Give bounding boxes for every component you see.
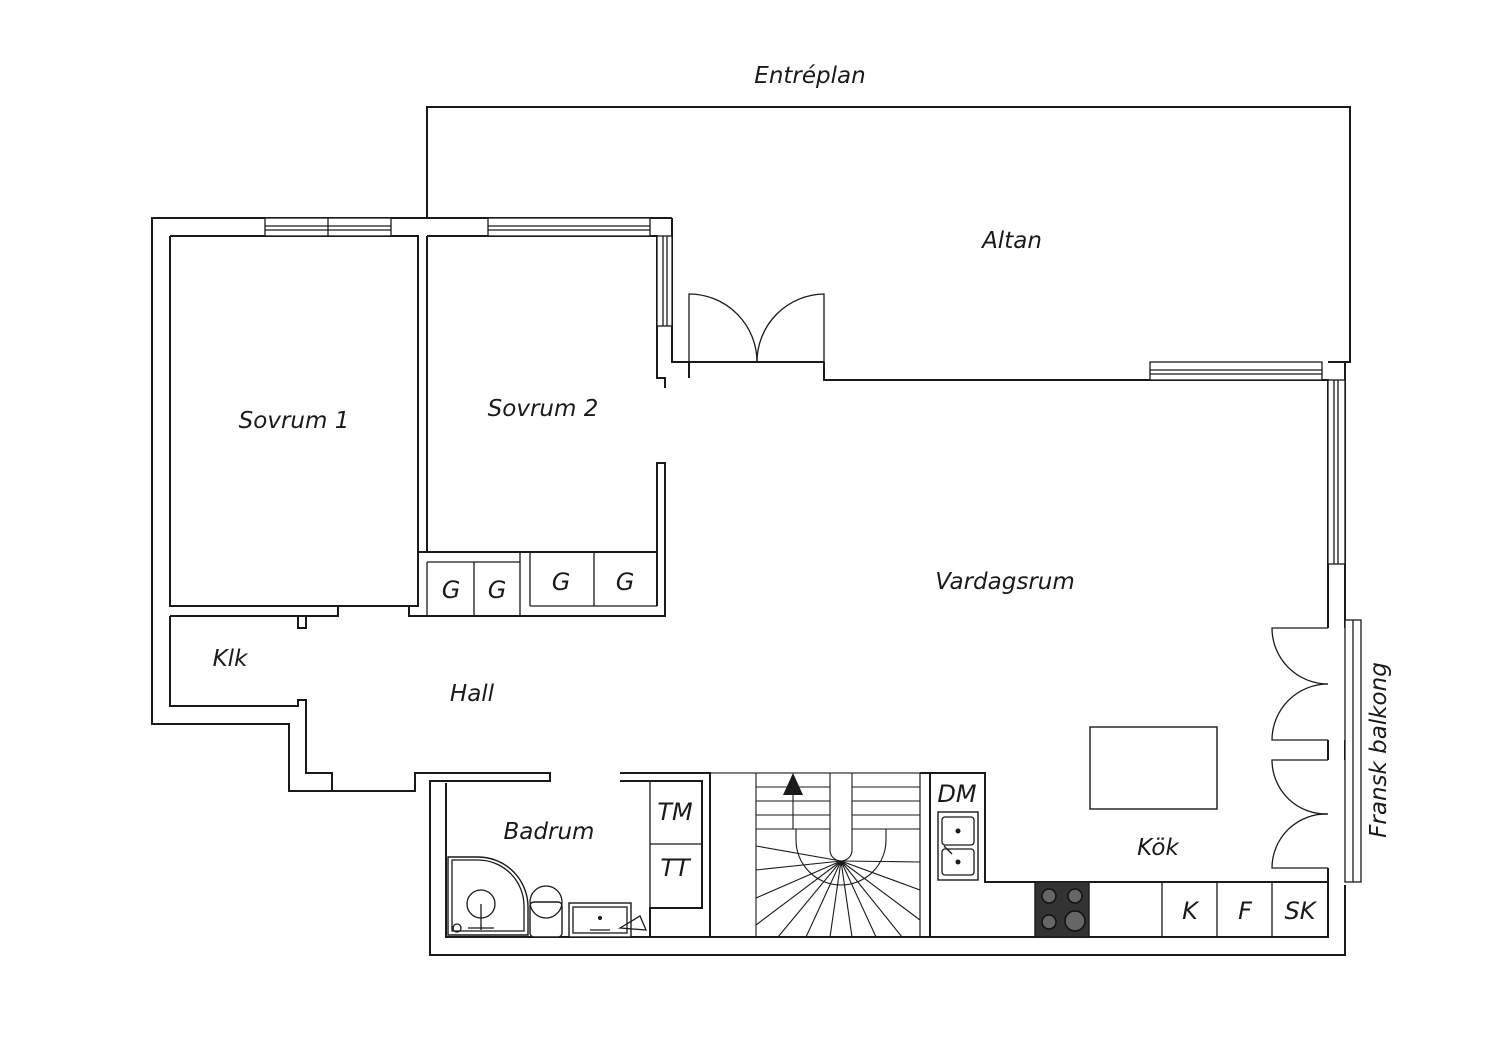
plan-title: Entréplan (754, 63, 865, 89)
label-garderob-4: G (616, 568, 635, 596)
staircase (709, 772, 921, 938)
label-altan: Altan (980, 228, 1042, 254)
label-badrum: Badrum (504, 819, 595, 845)
toilet-icon (529, 901, 563, 938)
label-sk: SK (1285, 897, 1318, 925)
label-hall: Hall (450, 681, 495, 707)
label-f: F (1238, 897, 1253, 925)
label-sovrum-2: Sovrum 2 (488, 396, 599, 422)
label-vardagsrum: Vardagsrum (935, 569, 1075, 595)
stair-arrow-icon (783, 773, 803, 795)
windows (264, 217, 1362, 883)
label-garderob-1: G (442, 576, 461, 604)
altan-outline (426, 106, 1351, 363)
label-k: K (1182, 897, 1200, 925)
label-fransk-balkong: Fransk balkong (1366, 662, 1392, 838)
shower-icon (447, 856, 529, 936)
label-garderob-2: G (488, 576, 507, 604)
doors (688, 293, 1329, 869)
label-sovrum-1: Sovrum 1 (239, 408, 350, 434)
label-dm: DM (937, 780, 976, 808)
label-garderob-3: G (552, 568, 571, 596)
label-tt: TT (660, 854, 692, 882)
bathroom-fixtures (447, 856, 648, 938)
label-tm: TM (657, 798, 693, 826)
label-kok: Kök (1137, 835, 1180, 861)
kitchen-island (1089, 726, 1218, 810)
label-klk: Klk (213, 646, 249, 672)
kitchen-fixtures (937, 726, 1273, 938)
